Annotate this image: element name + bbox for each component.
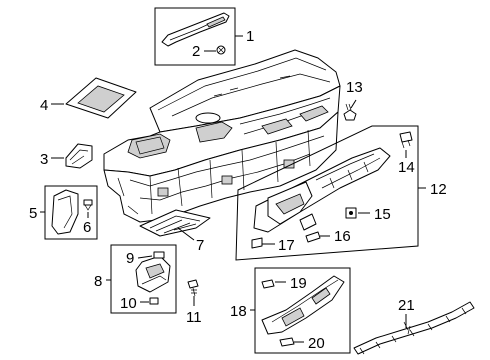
part-20-clip	[279, 337, 295, 347]
part-9-switch-housing	[135, 251, 171, 293]
callout-21: 21	[398, 297, 415, 314]
callout-1: 1	[246, 28, 254, 45]
part-15-clip	[345, 207, 357, 219]
callout-11: 11	[186, 309, 202, 326]
callout-19: 19	[290, 275, 307, 292]
part-10-clip	[149, 297, 159, 305]
callout-5: 5	[29, 205, 37, 222]
glove-box-assembly	[253, 147, 391, 233]
callout-10: 10	[120, 295, 137, 312]
part-14-clip	[399, 131, 413, 149]
part-19-clip	[261, 279, 275, 289]
callout-18: 18	[230, 303, 247, 320]
callout-8: 8	[94, 273, 102, 290]
callout-3: 3	[40, 151, 48, 168]
part-5-group	[40, 185, 98, 240]
callout-4: 4	[40, 97, 48, 114]
callout-9: 9	[126, 250, 134, 267]
part-7-lower-cover	[139, 209, 211, 241]
part-17-clip	[251, 237, 263, 249]
callout-6: 6	[83, 219, 91, 236]
callout-16: 16	[334, 228, 351, 245]
part-11-bolt	[187, 279, 199, 306]
part-5-cover	[51, 189, 79, 235]
part-6-clip	[83, 199, 93, 211]
part-12-group	[235, 125, 426, 261]
part-1-group	[154, 7, 243, 66]
callout-2: 2	[192, 43, 200, 60]
part-3-bracket	[51, 143, 93, 169]
callout-12: 12	[430, 181, 447, 198]
callout-17: 17	[278, 237, 295, 254]
callout-labels: 1 2 3 4 5 6 7 8 9 10 11 12 13 14 15 16 1…	[29, 28, 447, 352]
part-8-group	[106, 244, 177, 314]
part-16-clip	[305, 231, 321, 243]
callout-14: 14	[398, 159, 415, 176]
part-2-clip	[216, 45, 226, 55]
part-8-group-box	[110, 244, 177, 314]
callout-13: 13	[346, 79, 363, 96]
instrument-panel-assembly	[103, 49, 341, 223]
part-21-harness	[353, 301, 475, 355]
part-1-trim-cover	[161, 12, 230, 47]
part-18-group	[250, 267, 351, 354]
part-13-bolt	[343, 99, 357, 121]
part-4-panel	[51, 77, 137, 119]
part-18-trim-rail	[261, 275, 345, 335]
part-12-group-box	[235, 125, 419, 261]
callout-7: 7	[196, 237, 204, 254]
callout-20: 20	[308, 335, 325, 352]
callout-15: 15	[374, 206, 391, 223]
